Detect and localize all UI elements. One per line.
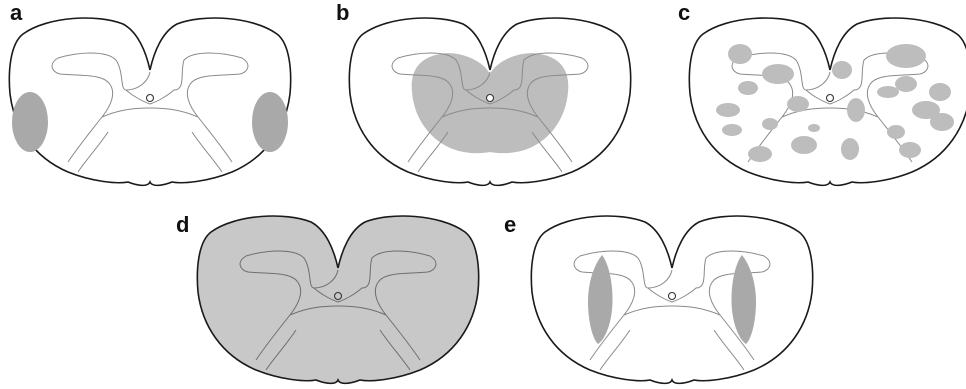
panel-b: b (330, 0, 640, 190)
spinal-cord-cross-section-c (670, 0, 966, 190)
panel-d: d (170, 200, 480, 389)
panel-a: a (0, 0, 310, 190)
spinal-cord-cross-section-a (0, 0, 310, 190)
panel-c: c (670, 0, 966, 190)
spinal-cord-cross-section-e (500, 200, 820, 389)
spinal-cord-cross-section-d (170, 200, 480, 389)
central-canal (147, 95, 154, 102)
panel-e: e (500, 200, 820, 389)
spinal-cord-cross-section-b (330, 0, 640, 190)
lesion-left-lateral (12, 92, 48, 152)
lesion-right-lateral (252, 92, 288, 152)
